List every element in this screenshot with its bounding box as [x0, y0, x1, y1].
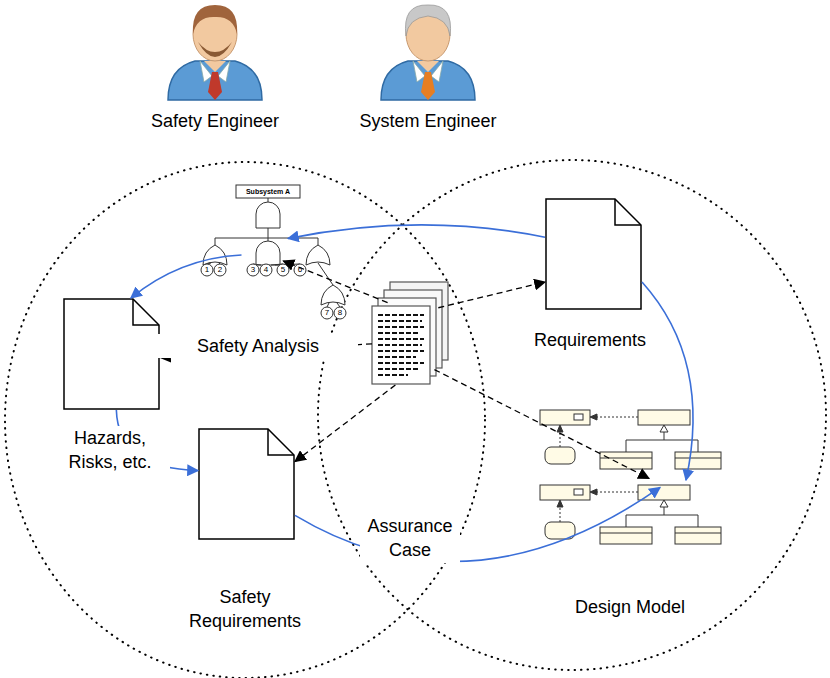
event-number: 4 [260, 264, 272, 276]
hazards-node: Hazards, Risks, etc. [63, 298, 160, 410]
event-number: 5 [277, 264, 289, 276]
node-label: Safety Requirements [180, 585, 310, 634]
node-label: Safety Analysis [158, 334, 358, 358]
event-number: 7 [321, 307, 333, 319]
document-icon [199, 429, 294, 539]
flow-arrow [131, 255, 242, 298]
requirements-node: Requirements [545, 198, 642, 310]
node-label: Design Model [550, 595, 710, 619]
system-engineer-icon [381, 5, 475, 100]
document-icon [546, 199, 641, 309]
node-label: Hazards, Risks, etc. [50, 426, 170, 475]
node-label: Assurance Case [360, 514, 460, 563]
flow-arrow [295, 487, 660, 561]
safety-requirements-node: Safety Requirements [198, 428, 295, 540]
trace-arrow [283, 261, 387, 303]
assurance-case-node: Assurance Case [372, 282, 450, 385]
trace-arrow [295, 385, 395, 462]
event-number: 1 [201, 264, 213, 276]
design-model-node: Design Model [538, 392, 723, 572]
document-icon [64, 299, 159, 409]
uml-model [540, 410, 721, 544]
safety-domain-circle [5, 162, 485, 678]
safety-engineer-icon [168, 5, 262, 100]
trace-arrow [438, 282, 545, 308]
event-number: 3 [247, 264, 259, 276]
document-stack [372, 282, 448, 384]
event-number: 2 [214, 264, 226, 276]
flow-arrow [288, 225, 545, 239]
event-number: 8 [334, 307, 346, 319]
trace-arrow [434, 370, 649, 479]
flow-arrow [642, 282, 693, 480]
node-label: Requirements [530, 328, 650, 352]
system-domain-circle [318, 160, 826, 670]
role-label: Safety Engineer [140, 108, 290, 134]
role-label: System Engineer [353, 108, 503, 134]
event-number: 6 [294, 264, 306, 276]
gate-label: Subsystem A [236, 185, 300, 198]
fault-tree [201, 185, 346, 319]
